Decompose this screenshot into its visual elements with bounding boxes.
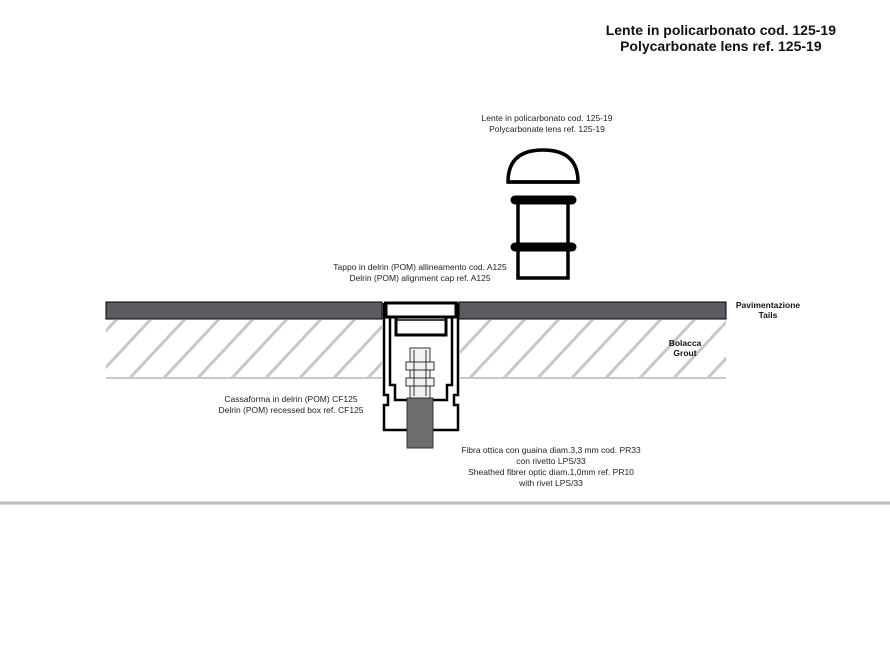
fibre-rivet: [405, 347, 435, 399]
hatch-line: [127, 320, 187, 378]
hatch-line: [569, 320, 629, 378]
label-grout-en: Grout: [673, 348, 697, 358]
label-box-it: Cassaforma in delrin (POM) CF125: [224, 394, 358, 404]
hatch-line: [106, 320, 153, 370]
label-paving: Pavimentazione Tails: [728, 300, 808, 320]
hatch-line: [535, 320, 595, 378]
label-fibre-line3: Sheathed fibrer optic diam.1,0mm ref. PR…: [468, 467, 634, 477]
hatch-line: [263, 320, 323, 378]
label-fibre-line2: con rivetto LPS/33: [516, 456, 586, 466]
label-cap-it: Tappo in delrin (POM) allineamento cod. …: [333, 262, 507, 272]
label-grout: Bolacca Grout: [655, 338, 715, 358]
label-fibre: Fibra ottica con guaina diam.3,3 mm cod.…: [446, 445, 656, 489]
label-grout-it: Bolacca: [668, 338, 702, 348]
label-fibre-line1: Fibra ottica con guaina diam.3,3 mm cod.…: [461, 445, 641, 455]
polycarbonate-lens: [506, 148, 580, 280]
label-cap: Tappo in delrin (POM) allineamento cod. …: [320, 262, 520, 284]
label-paving-en: Tails: [758, 310, 778, 320]
label-lens-it: Lente in policarbonato cod. 125-19: [481, 113, 613, 123]
title-line-1: Lente in policarbonato cod. 125-19: [605, 22, 836, 38]
hatch-line: [331, 320, 391, 378]
label-box-en: Delrin (POM) recessed box ref. CF125: [218, 405, 364, 415]
paving-right: [458, 301, 727, 320]
fibre-sheath: [406, 397, 434, 449]
hatch-line: [229, 320, 289, 378]
hatch-line: [603, 320, 663, 378]
lens-ring-bands: [510, 195, 577, 252]
label-paving-it: Pavimentazione: [735, 300, 801, 310]
hatch-line: [195, 320, 255, 378]
paving-left: [105, 301, 383, 320]
hatch-line: [161, 320, 221, 378]
hatch-line: [467, 320, 527, 378]
label-fibre-line4: with rivet LPS/33: [519, 478, 583, 488]
hatch-line: [671, 320, 726, 378]
hatch-line: [297, 320, 357, 378]
label-box: Cassaforma in delrin (POM) CF125 Delrin …: [206, 394, 376, 416]
hatch-line: [740, 318, 798, 380]
label-lens-en: Polycarbonate lens ref. 125-19: [489, 124, 605, 134]
drawing-title: Lente in policarbonato cod. 125-19 Polyc…: [606, 22, 836, 54]
label-lens: Lente in policarbonato cod. 125-19 Polyc…: [462, 113, 632, 135]
hatch-line: [501, 320, 561, 378]
hatch-line: [637, 320, 697, 378]
hatch-line: [774, 318, 832, 380]
label-cap-en: Delrin (POM) alignment cap ref. A125: [349, 273, 491, 283]
alignment-cap: [384, 301, 458, 337]
hatch-line: [106, 320, 119, 334]
title-line-2: Polycarbonate lens ref. 125-19: [620, 38, 822, 54]
hatch-line: [705, 356, 726, 378]
